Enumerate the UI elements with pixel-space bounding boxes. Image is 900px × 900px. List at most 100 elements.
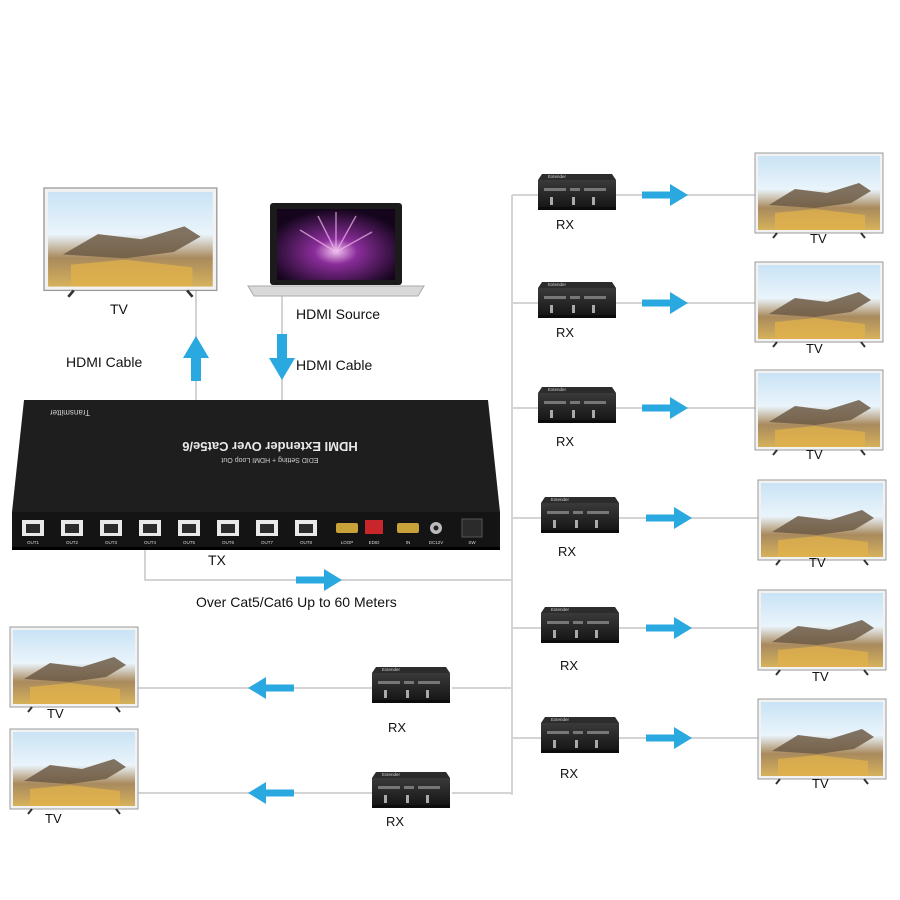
tv-icon [754, 369, 884, 456]
rx-label: RX [560, 658, 578, 673]
tx-top-surface [12, 400, 500, 512]
rx-plate: Extender [551, 607, 570, 612]
rx-plate: Extender [548, 282, 567, 287]
port-label: OUT4 [144, 540, 156, 545]
tx-ports [22, 518, 483, 538]
rx-plate: Extender [382, 772, 401, 777]
edid-dip-switch[interactable] [365, 520, 383, 534]
rx-row: Extender RX TV [541, 589, 887, 684]
rx-label: RX [556, 217, 574, 232]
rx-label: RX [558, 544, 576, 559]
tv-icon [757, 698, 887, 785]
rx-plate: Extender [382, 667, 401, 672]
port-label: OUT8 [300, 540, 312, 545]
rx-row: Extender RX TV [538, 261, 884, 356]
output-arrow [646, 727, 692, 749]
tx-port-labels: OUT1 OUT2 OUT3 OUT4 OUT5 OUT6 OUT7 OUT8 … [27, 540, 476, 545]
loop-up-arrow [183, 336, 209, 381]
tv-label: TV [806, 341, 823, 356]
loop-cable-label: HDMI Cable [66, 354, 142, 370]
rx-row-left: TV Extender RX [9, 626, 450, 735]
rx-row: Extender RX TV [541, 698, 887, 791]
port-label: OUT2 [66, 540, 78, 545]
rj45-port[interactable] [61, 520, 83, 536]
hdmi-loop-port[interactable] [336, 523, 358, 533]
rx-device-icon [538, 282, 616, 318]
rx-label: RX [386, 814, 404, 829]
rx-device-icon [372, 667, 450, 703]
rx-plate: Extender [548, 174, 567, 179]
tv-icon [757, 479, 887, 566]
port-label: LOOP [341, 540, 354, 545]
rj45-port[interactable] [217, 520, 239, 536]
tx-subtitle: EDID Setting + HDMI Loop Out [221, 456, 318, 463]
rx-device-icon [538, 174, 616, 210]
rj45-port[interactable] [256, 520, 278, 536]
port-label: SW [468, 540, 476, 545]
rj45-port[interactable] [295, 520, 317, 536]
source-cable-label: HDMI Cable [296, 357, 372, 373]
rx-label: RX [556, 434, 574, 449]
rx-label: RX [556, 325, 574, 340]
port-label: OUT7 [261, 540, 273, 545]
tv-label: TV [812, 776, 829, 791]
tx-plate: Transmitter [50, 408, 90, 417]
source-label: HDMI Source [296, 306, 380, 322]
port-label: DC12V [429, 540, 444, 545]
link-arrow [296, 569, 342, 591]
port-label: IN [406, 540, 411, 545]
rx-device-icon [372, 772, 450, 808]
rx-plate: Extender [551, 717, 570, 722]
output-arrow [646, 507, 692, 529]
power-switch[interactable] [461, 518, 483, 538]
rx-label: RX [560, 766, 578, 781]
tv-label: TV [809, 555, 826, 570]
rx-row: Extender RX TV [541, 479, 887, 570]
rj45-port[interactable] [22, 520, 44, 536]
laptop-base [247, 285, 425, 297]
port-label: OUT1 [27, 540, 39, 545]
tx-link-wire [144, 548, 512, 581]
rx-label: RX [388, 720, 406, 735]
port-label: OUT6 [222, 540, 234, 545]
rx-plate: Extender [551, 497, 570, 502]
tv-icon [9, 626, 139, 713]
tv-label: TV [47, 706, 64, 721]
port-label: OUT5 [183, 540, 195, 545]
output-arrow [642, 184, 688, 206]
rj45-port[interactable] [139, 520, 161, 536]
loop-tv-label: TV [110, 301, 129, 317]
tv-label: TV [806, 447, 823, 462]
output-arrow [248, 677, 294, 699]
tv-label: TV [45, 811, 62, 826]
tv-label: TV [810, 231, 827, 246]
loop-out-tv: TV [42, 186, 219, 317]
tv-icon [754, 152, 884, 239]
tv-label: TV [812, 669, 829, 684]
source-down-arrow [269, 334, 295, 380]
tv-icon [757, 589, 887, 676]
rx-device-icon [541, 607, 619, 643]
port-label: EDID [369, 540, 381, 545]
hdmi-in-port[interactable] [397, 523, 419, 533]
transmitter-unit: HDMI Extender Over Cat5e/6 EDID Setting … [12, 400, 500, 550]
rx-device-icon [541, 497, 619, 533]
hdmi-source-laptop [247, 203, 425, 297]
tx-title: HDMI Extender Over Cat5e/6 [182, 439, 358, 454]
tv-icon [754, 261, 884, 348]
rx-device-icon [541, 717, 619, 753]
link-label: Over Cat5/Cat6 Up to 60 Meters [196, 594, 397, 610]
output-arrow [642, 397, 688, 419]
output-arrow [642, 292, 688, 314]
rx-plate: Extender [548, 387, 567, 392]
rx-device-icon [538, 387, 616, 423]
rj45-port[interactable] [178, 520, 200, 536]
rj45-port[interactable] [100, 520, 122, 536]
rx-row: Extender RX TV [538, 369, 884, 462]
port-label: OUT3 [105, 540, 117, 545]
tx-label: TX [208, 552, 227, 568]
tv-icon [42, 186, 219, 299]
output-arrow [646, 617, 692, 639]
rx-row: Extender RX TV [538, 152, 884, 246]
